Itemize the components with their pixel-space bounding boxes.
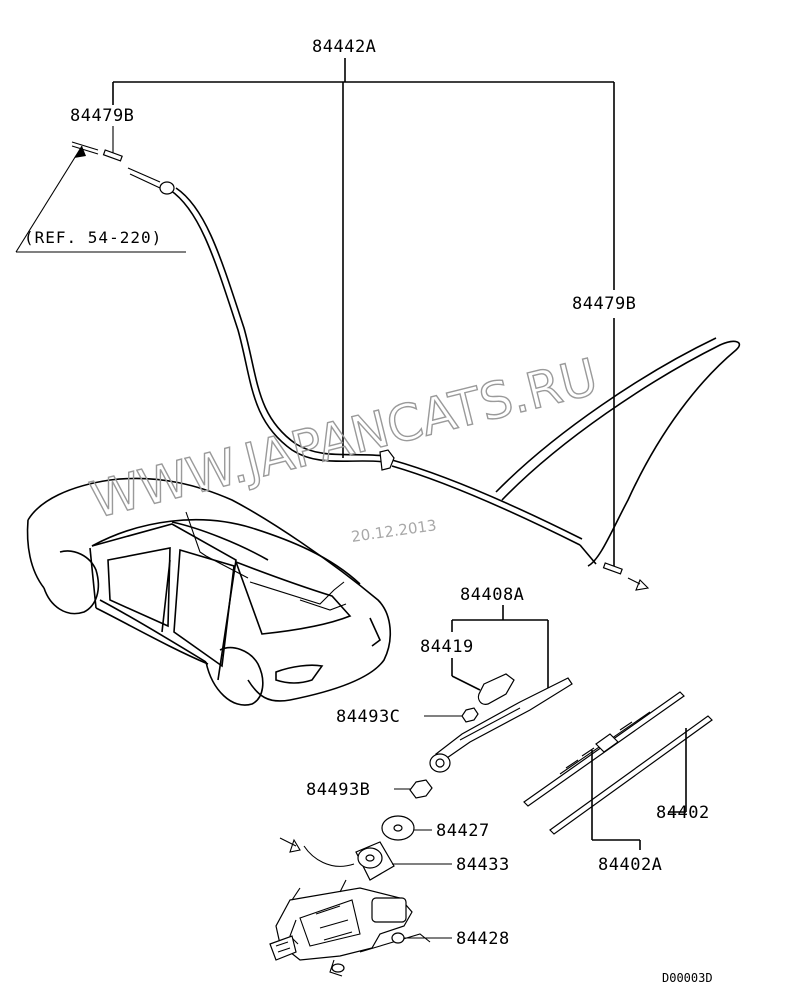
motor-part (269, 879, 452, 977)
washer-hose (169, 187, 741, 567)
packing-part (381, 815, 432, 841)
label-seal: 84433 (456, 855, 510, 875)
nut-c-part (424, 707, 479, 723)
blade-assembly-bracket (591, 750, 641, 850)
reference-pointer (15, 145, 186, 253)
wiper-blade-assembly-part (523, 691, 713, 835)
joint-left-part (71, 141, 175, 195)
hose-assembly-bracket (112, 58, 615, 570)
watermark-date: 20.12.2013 (350, 516, 438, 546)
label-packing: 84427 (436, 821, 490, 841)
wiper-arm-part (429, 677, 573, 773)
nut-b-part (394, 779, 433, 799)
label-hose-assembly: 84442A (312, 37, 376, 57)
blade-bracket (668, 728, 687, 813)
diagram-code: D00003D (662, 971, 713, 985)
cap-part (477, 673, 515, 705)
label-motor: 84428 (456, 929, 510, 949)
label-nut-b: 84493B (306, 780, 370, 800)
label-joint-right: 84479B (572, 294, 636, 314)
watermark-site: WWW.JAPANCATS.RU (85, 348, 603, 530)
seal-part (279, 837, 452, 881)
label-joint-left: 84479B (70, 106, 134, 126)
car-outline (26, 477, 392, 706)
label-blade-assembly: 84402A (598, 855, 662, 875)
arm-assembly-bracket (451, 605, 549, 691)
label-reference: (REF. 54-220) (24, 228, 162, 247)
label-cap: 84419 (420, 637, 474, 657)
joint-right-part (602, 562, 650, 591)
label-blade: 84402 (656, 803, 710, 823)
label-nut-c: 84493C (336, 707, 400, 727)
label-arm-assembly: 84408A (460, 585, 524, 605)
